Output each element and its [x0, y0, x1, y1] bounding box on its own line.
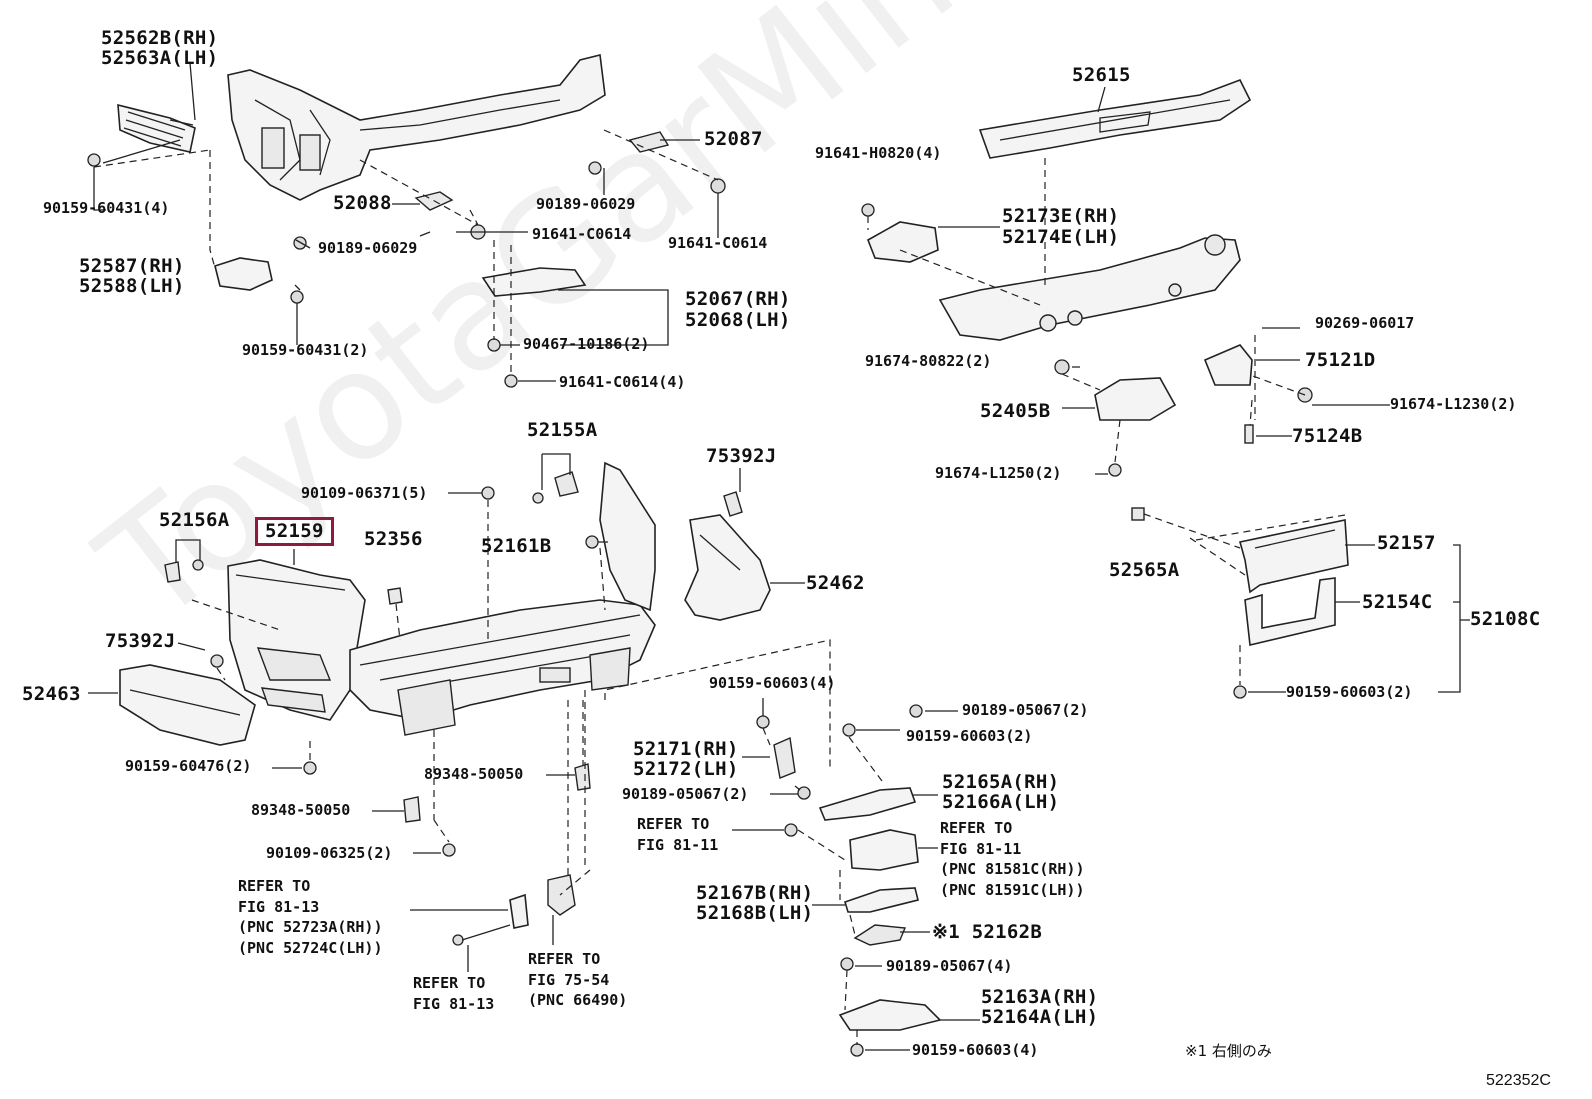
bumper-end-right-drawing	[599, 461, 656, 612]
label-90269-06017: 90269-06017	[1315, 314, 1415, 332]
absorber-52615-drawing	[978, 78, 1252, 159]
pad-52165A-drawing	[818, 787, 917, 821]
bumper-side-52462-drawing	[684, 514, 771, 621]
label-52088: 52088	[333, 192, 392, 214]
label-52161B: 52161B	[481, 535, 552, 557]
label-90467-10186: 90467-10186(2)	[523, 335, 650, 353]
label-52171: 52171(RH)	[633, 738, 739, 760]
refer-fig-75-54: REFER TO FIG 75-54 (PNC 66490)	[528, 950, 628, 1010]
label-52108C: 52108C	[1470, 608, 1541, 630]
label-90109-06325: 90109-06325(2)	[266, 844, 393, 862]
label-52067: 52067(RH)	[685, 288, 791, 310]
label-52157: 52157	[1377, 532, 1436, 554]
bumper-cover-52159-drawing	[227, 559, 366, 721]
refer-fig-81-11-a: REFER TO FIG 81-11	[637, 815, 719, 854]
label-52174E: 52174E(LH)	[1002, 226, 1120, 248]
label-52164A: 52164A(LH)	[981, 1006, 1099, 1028]
label-90189-05067-2b: 90189-05067(2)	[622, 785, 749, 803]
label-75392J-b: 75392J	[105, 630, 176, 652]
bracket-52163A-drawing	[838, 999, 942, 1031]
lamp-drawing	[849, 829, 919, 871]
refer-fig-81-11-b: REFER TO FIG 81-11 (PNC 81581C(RH)) (PNC…	[940, 819, 1085, 900]
label-52156A: 52156A	[159, 509, 230, 531]
clips-52155A-drawing	[532, 471, 579, 504]
bracket-52173E-drawing	[867, 221, 939, 263]
vehicle-rear-frame-drawing	[227, 54, 606, 201]
bracket-52067-drawing	[481, 267, 587, 297]
label-90189-05067-4: 90189-05067(4)	[886, 957, 1013, 975]
label-91641-C0614-4: 91641-C0614(4)	[559, 373, 686, 391]
guard-52154C-drawing	[1244, 577, 1336, 646]
label-90109-06371: 90109-06371(5)	[301, 484, 428, 502]
label-52154C: 52154C	[1362, 591, 1433, 613]
clips-52156A-drawing	[164, 559, 204, 583]
label-52615: 52615	[1072, 64, 1131, 86]
label-52162B: ※1 52162B	[932, 921, 1043, 943]
label-75392J-a: 75392J	[706, 445, 777, 467]
label-90159-60603-2: 90159-60603(2)	[1286, 683, 1413, 701]
label-90159-60431-2: 90159-60431(2)	[242, 341, 369, 359]
label-52168B: 52168B(LH)	[696, 902, 814, 924]
label-75121D: 75121D	[1305, 349, 1376, 371]
bumper-side-52463-drawing	[119, 664, 256, 746]
cover-52587-drawing	[214, 257, 273, 291]
label-75124B: 75124B	[1292, 425, 1363, 447]
label-52165A: 52165A(RH)	[942, 771, 1060, 793]
label-52562B: 52562B(RH)	[101, 27, 219, 49]
label-52068: 52068(LH)	[685, 309, 791, 331]
label-52587: 52587(RH)	[79, 255, 185, 277]
label-90159-60431-4: 90159-60431(4)	[43, 199, 170, 217]
label-52155A: 52155A	[527, 419, 598, 441]
label-52163A: 52163A(RH)	[981, 986, 1099, 1008]
label-90159-60603-4a: 90159-60603(4)	[709, 674, 836, 692]
label-52167B: 52167B(RH)	[696, 882, 814, 904]
bracket-75121D-drawing	[1203, 344, 1253, 386]
frame-crossmember-drawing	[938, 234, 1241, 341]
label-90189-06029-b: 90189-06029	[536, 195, 636, 213]
label-52087: 52087	[704, 128, 763, 150]
label-90189-06029-a: 90189-06029	[318, 239, 418, 257]
label-52588: 52588(LH)	[79, 275, 185, 297]
guard-52157-drawing	[1239, 519, 1349, 594]
label-52563A: 52563A(LH)	[101, 47, 219, 69]
bumper-reinforcement-drawing	[349, 599, 656, 736]
sensor-drawing	[547, 874, 576, 916]
label-52166A: 52166A(LH)	[942, 791, 1060, 813]
pad-52167B-drawing	[844, 887, 919, 913]
label-90159-60603-4b: 90159-60603(4)	[912, 1041, 1039, 1059]
refer-fig-81-13-a: REFER TO FIG 81-13 (PNC 52723A(RH)) (PNC…	[238, 877, 383, 958]
label-52173E: 52173E(RH)	[1002, 205, 1120, 227]
label-90189-05067-2a: 90189-05067(2)	[962, 701, 1089, 719]
label-52565A: 52565A	[1109, 559, 1180, 581]
label-52172: 52172(LH)	[633, 758, 739, 780]
label-52159-highlighted[interactable]: 52159	[255, 517, 334, 546]
label-52463: 52463	[22, 683, 81, 705]
label-89348-50050-a: 89348-50050	[424, 765, 524, 783]
bracket-52162B-drawing	[853, 924, 907, 946]
label-91641-H0820: 91641-H0820(4)	[815, 144, 942, 162]
bracket-52171-drawing	[773, 736, 796, 779]
bracket-52405B-drawing	[1094, 377, 1177, 421]
label-52462: 52462	[806, 572, 865, 594]
footnote: ※1 右側のみ	[1185, 1042, 1272, 1060]
refer-fig-81-13-b: REFER TO FIG 81-13	[413, 974, 495, 1013]
label-90159-60476: 90159-60476(2)	[125, 757, 252, 775]
diagram-code: 522352C	[1486, 1072, 1551, 1089]
label-91674-L1250: 91674-L1250(2)	[935, 464, 1062, 482]
label-91674-L1230: 91674-L1230(2)	[1390, 395, 1517, 413]
label-89348-50050-b: 89348-50050	[251, 801, 351, 819]
label-90159-60603-2b: 90159-60603(2)	[906, 727, 1033, 745]
reflector-drawing	[509, 893, 529, 929]
label-91641-C0614-a: 91641-C0614	[532, 225, 632, 243]
label-52356: 52356	[364, 528, 423, 550]
label-91674-80822: 91674-80822(2)	[865, 352, 992, 370]
label-52405B: 52405B	[980, 400, 1051, 422]
bracket-52562B-drawing	[117, 103, 196, 153]
label-91641-C0614-b: 91641-C0614	[668, 234, 768, 252]
clip-52087-drawing	[628, 131, 670, 153]
